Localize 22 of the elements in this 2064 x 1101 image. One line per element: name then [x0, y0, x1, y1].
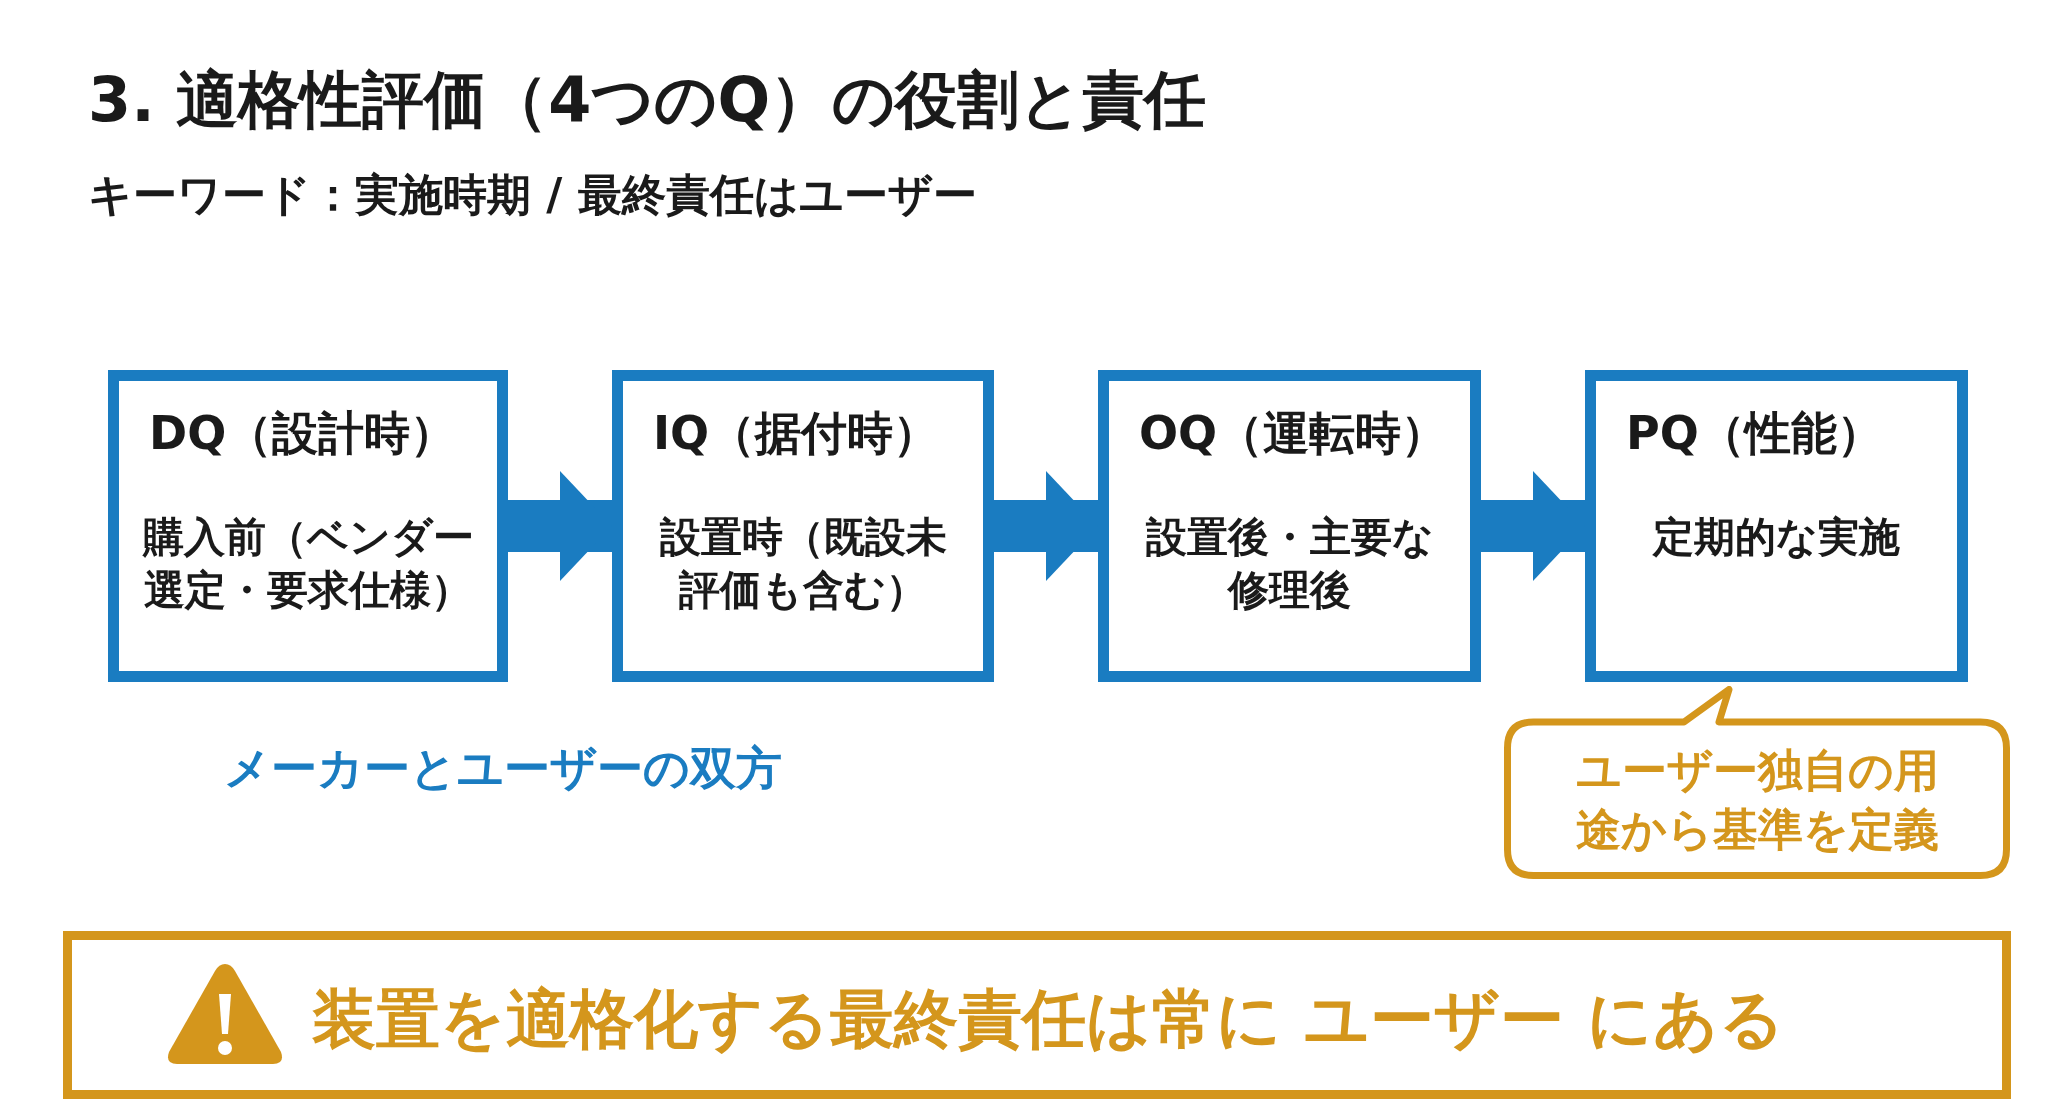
- box-heading: OQ（運転時）: [1139, 405, 1448, 462]
- box-heading: IQ（据付時）: [653, 405, 940, 462]
- block-arrow: [1481, 471, 1585, 581]
- block-arrow: [508, 471, 612, 581]
- box-text: 購入前（ベンダー選定・要求仕様）: [141, 512, 475, 617]
- warning-text: 装置を適格化する最終責任は常に ユーザー にある: [312, 981, 1785, 1058]
- warning-banner: [63, 931, 2011, 1099]
- note-text: メーカーとユーザーの双方: [224, 740, 782, 797]
- callout-bubble: [1504, 686, 2010, 879]
- title: 3. 適格性評価（4つのQ）の役割と責任: [88, 62, 1207, 138]
- box-heading: PQ（性能）: [1626, 405, 1883, 462]
- process-box: [612, 370, 994, 682]
- subtitle: キーワード：実施時期 / 最終責任はユーザー: [88, 168, 977, 222]
- box-text: 設置時（既設未評価も含む）: [658, 512, 948, 617]
- box-text: 定期的な実施: [1651, 512, 1901, 563]
- box-text: 設置後・主要な修理後: [1144, 512, 1435, 617]
- box-heading: DQ（設計時）: [149, 405, 457, 462]
- process-box: [1098, 370, 1481, 682]
- process-box: [108, 370, 508, 682]
- process-box: [1585, 370, 1968, 682]
- callout-text: ユーザー独自の用途から基準を定義: [1574, 743, 1940, 858]
- block-arrow: [994, 471, 1098, 581]
